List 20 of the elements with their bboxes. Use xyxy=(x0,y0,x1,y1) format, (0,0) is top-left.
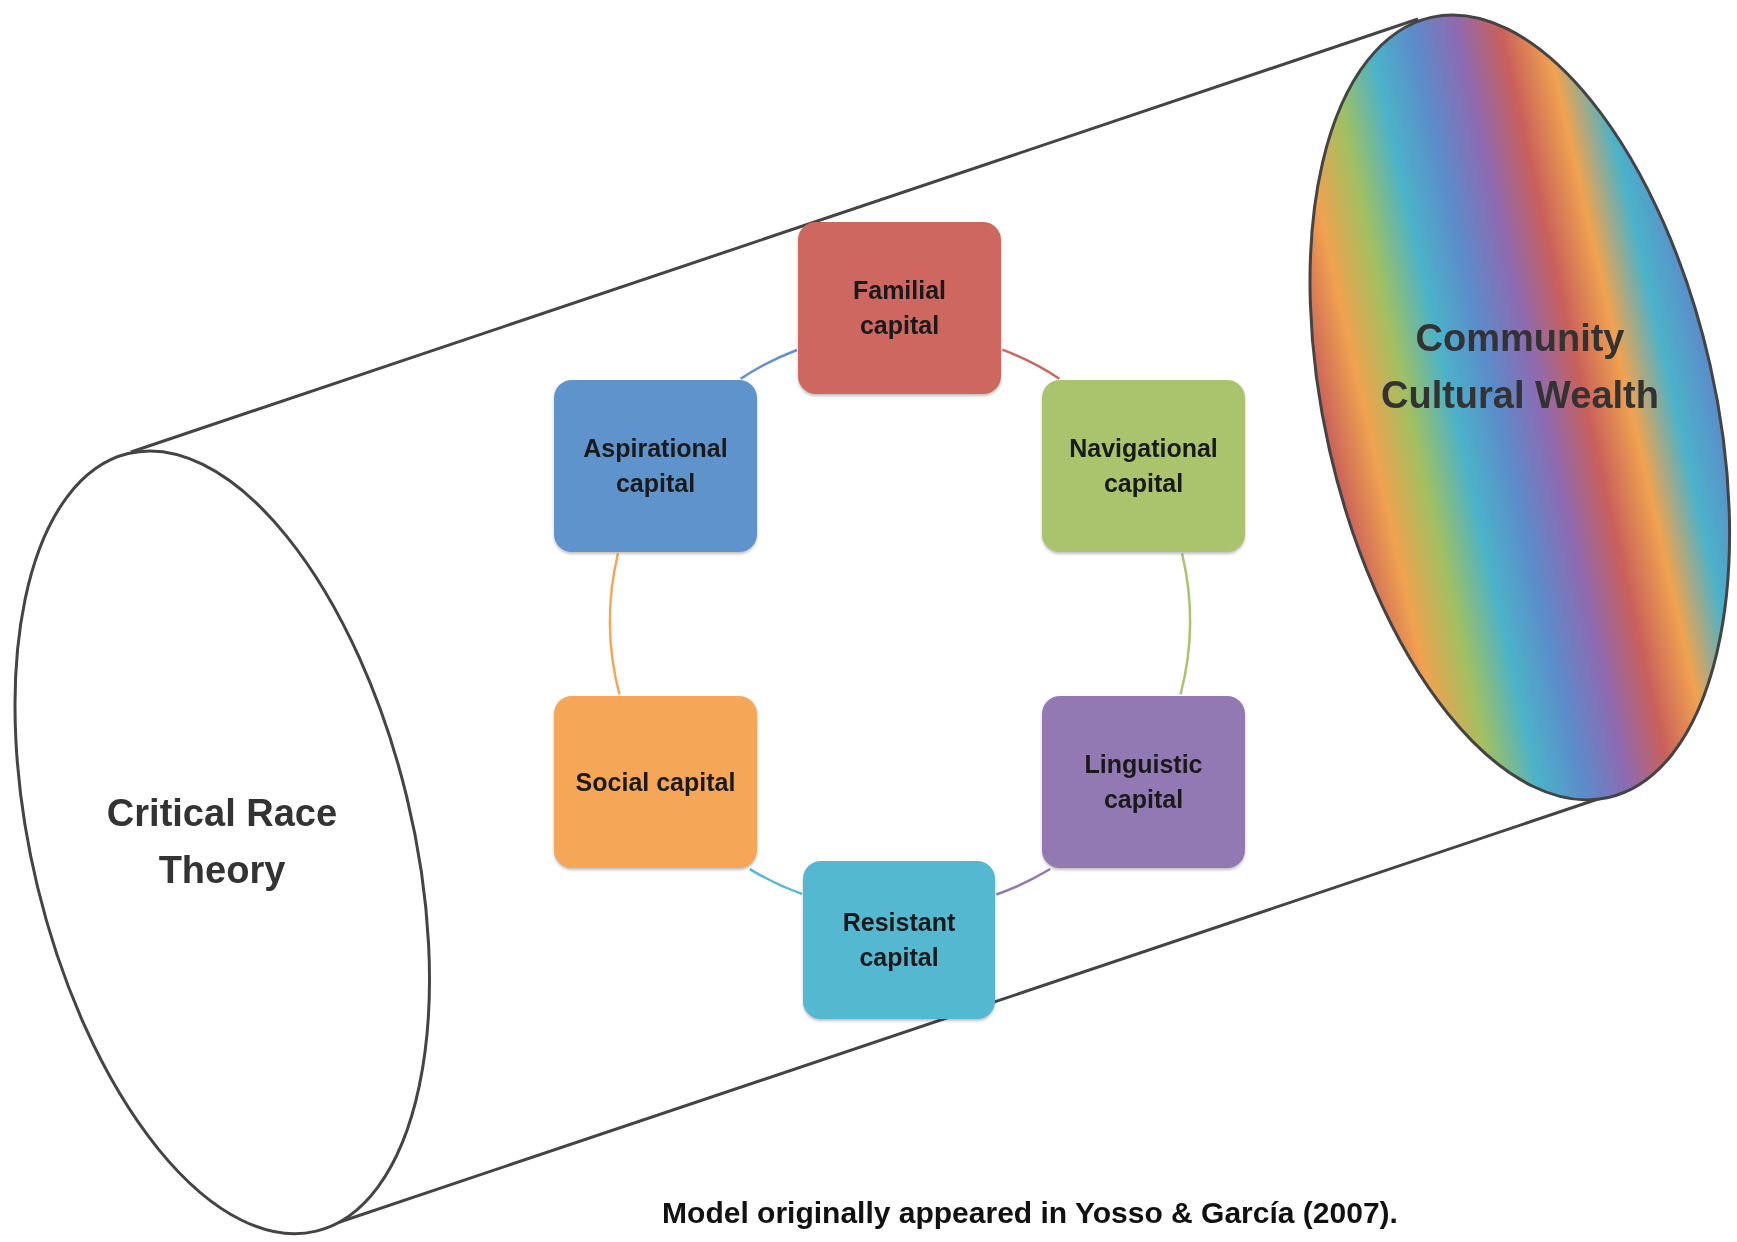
capital-box xyxy=(554,696,757,868)
caption: Model originally appeared in Yosso & García (2007). xyxy=(661,1196,1399,1230)
capital-box xyxy=(554,380,757,552)
connector-arc xyxy=(608,553,621,695)
node-label: Critical Race Theory xyxy=(105,791,339,893)
node-label: Aspirational capital xyxy=(582,433,729,499)
capital-box xyxy=(1042,696,1245,868)
node-label: Social capital xyxy=(575,766,736,798)
node-label: Navigational capital xyxy=(1068,433,1219,499)
capital-box xyxy=(1042,380,1245,552)
capital-box xyxy=(798,222,1001,394)
node-label: Linguistic capital xyxy=(1083,749,1204,815)
connector-arc xyxy=(1179,553,1192,695)
capital-box xyxy=(803,861,995,1019)
connector-arc xyxy=(749,868,803,896)
connector-arc xyxy=(1001,348,1061,380)
node-label: Resistant capital xyxy=(841,907,957,973)
connector-arc xyxy=(740,348,798,380)
connector-arc xyxy=(995,867,1051,896)
node-label: Familial capital xyxy=(851,275,948,341)
